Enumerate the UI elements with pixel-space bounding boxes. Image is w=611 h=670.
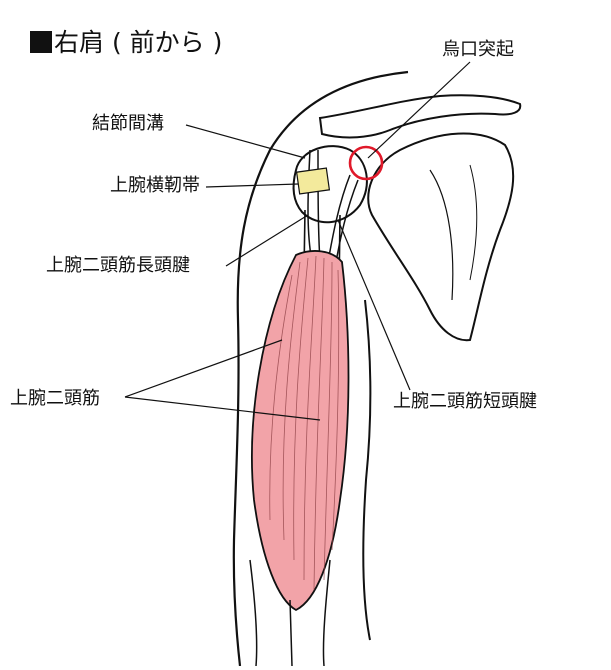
label-biceps: 上腕二頭筋 [10,389,100,409]
label-short-head-tendon: 上腕二頭筋短頭腱 [393,392,537,412]
arm-outline-medial [363,300,370,640]
transverse-ligament [297,168,330,194]
square-bullet-icon [30,31,52,53]
clavicle [320,95,520,137]
label-transverse-ligament: 上腕横靭帯 [110,176,200,196]
scapula [368,134,513,341]
biceps-muscle [252,251,349,610]
page-title: 右肩 ( 前から ) [30,28,222,58]
title-text: 右肩 ( 前から ) [54,28,222,57]
label-long-head-tendon: 上腕二頭筋長頭腱 [46,256,190,276]
label-groove: 結節間溝 [92,114,164,134]
label-coracoid: 烏口突起 [442,40,514,60]
